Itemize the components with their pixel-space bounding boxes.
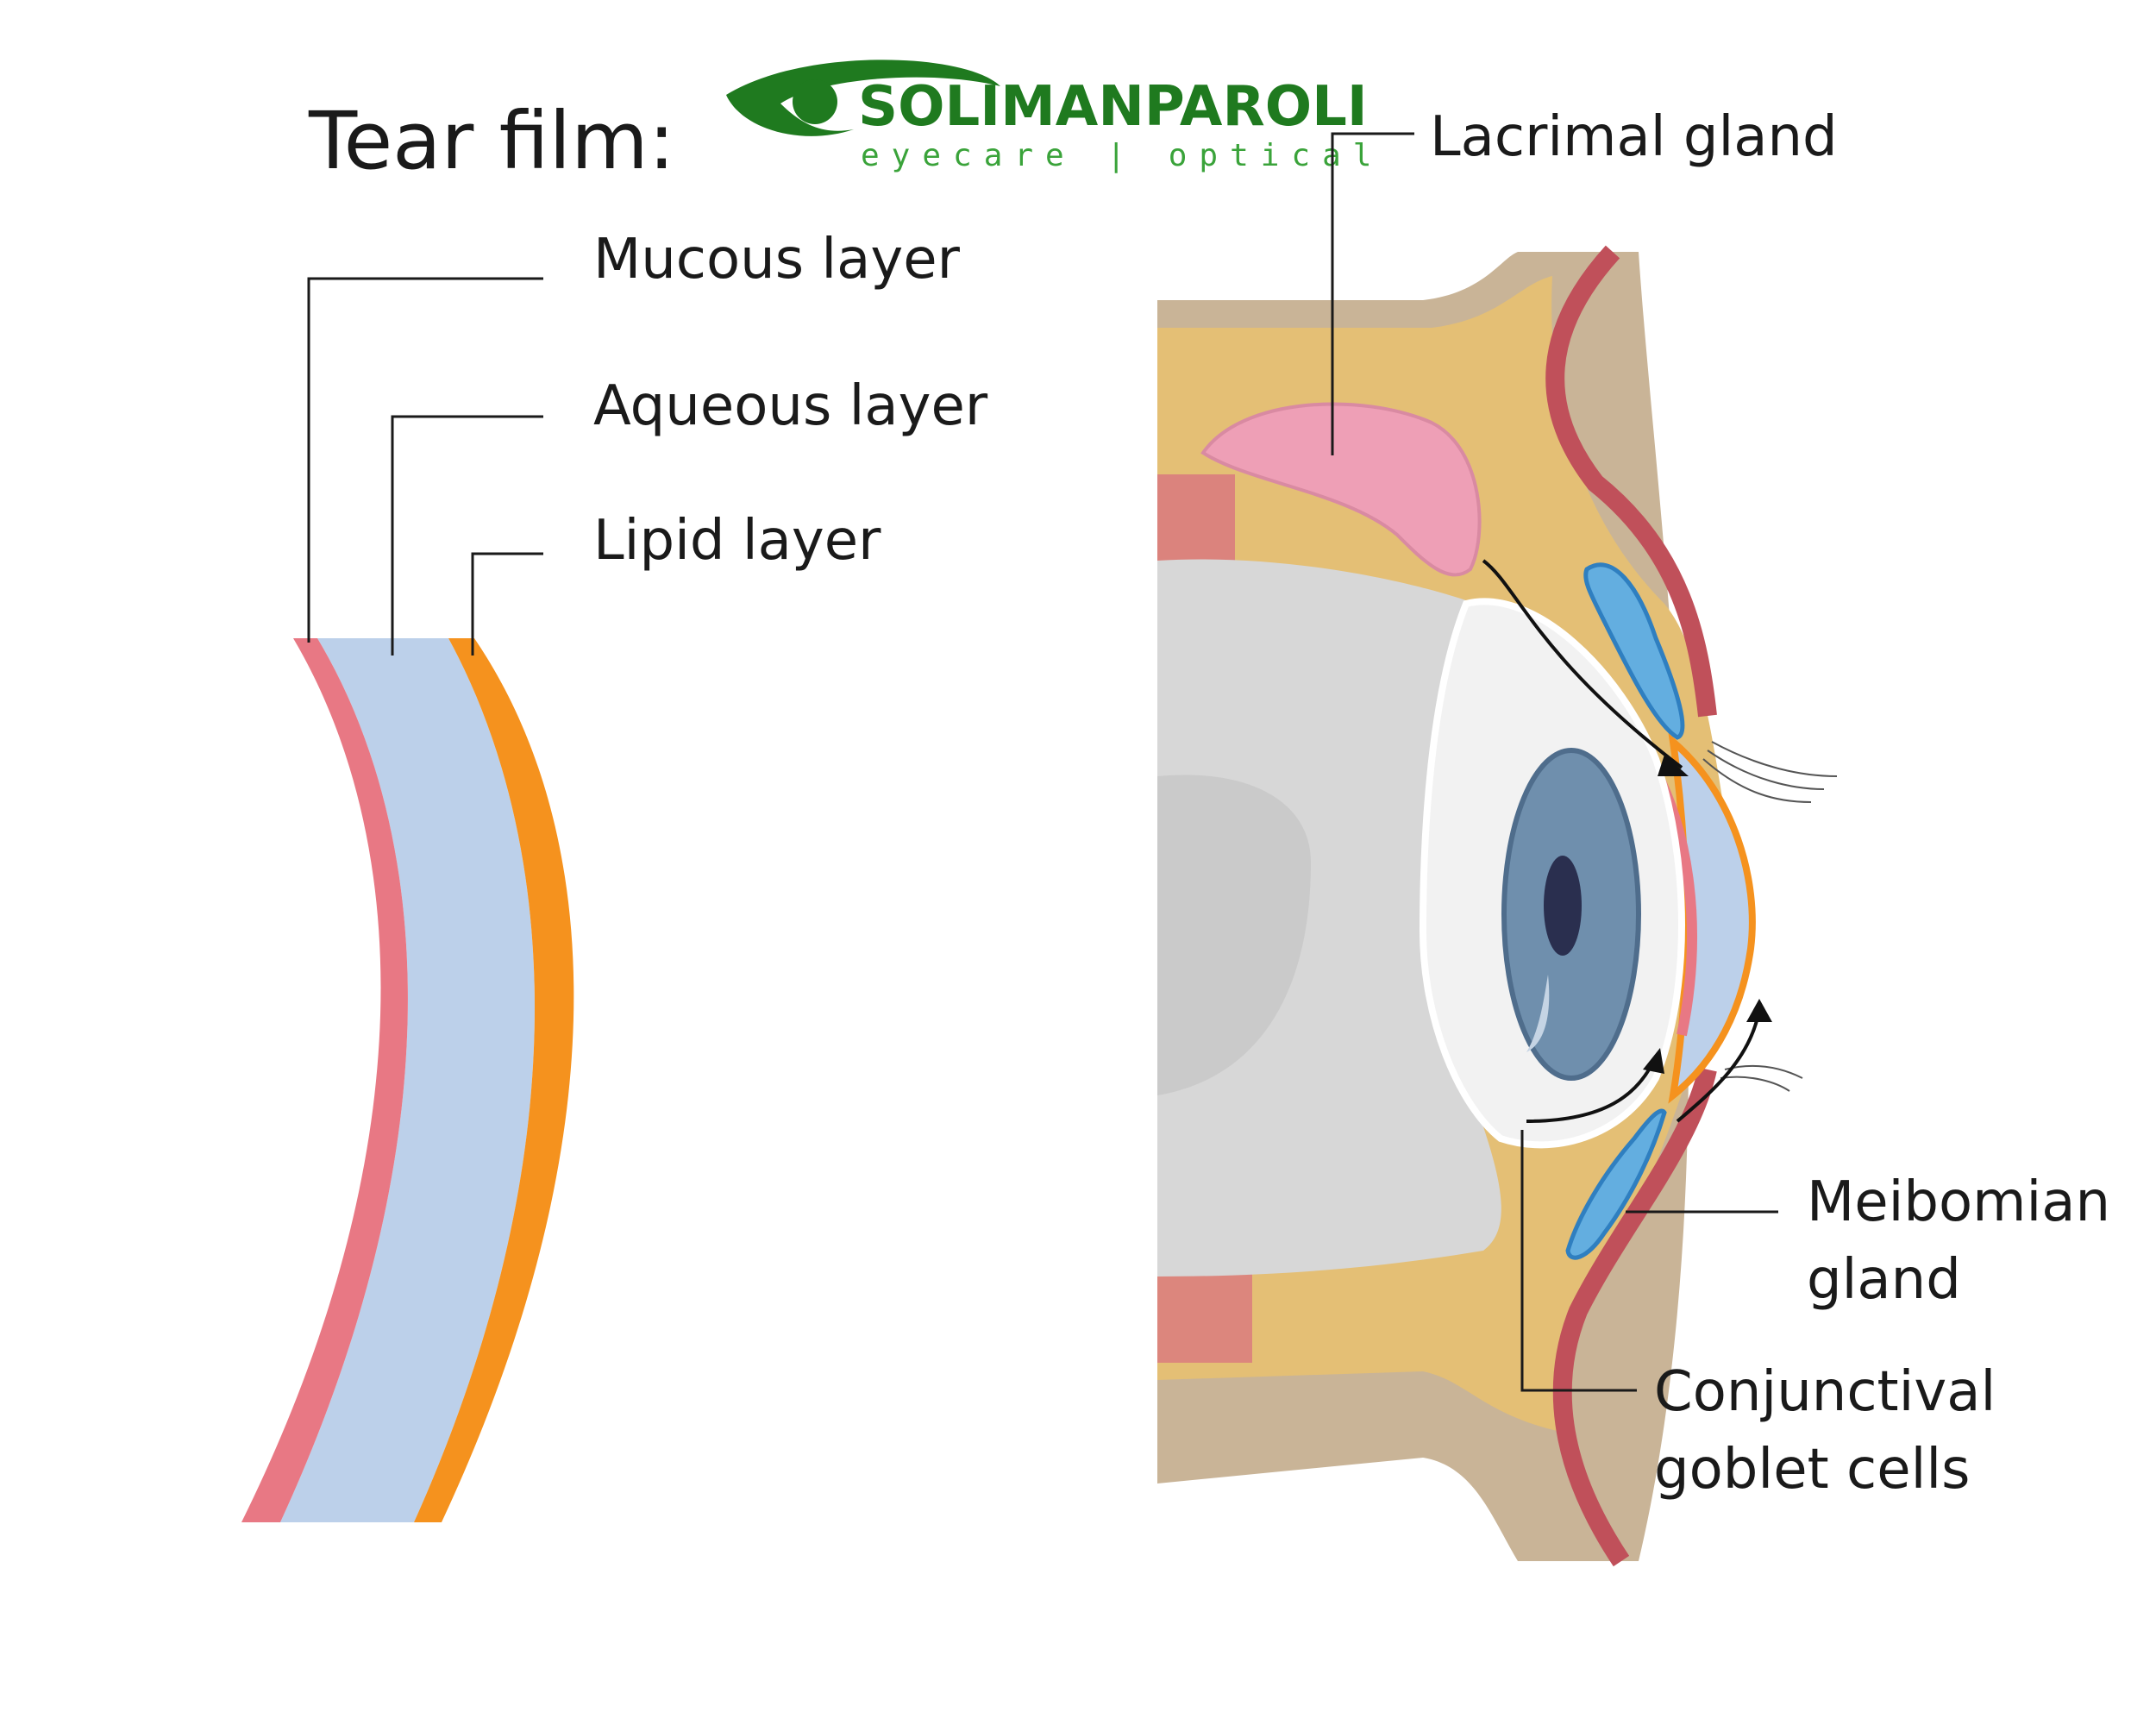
mucous-layer-band xyxy=(241,638,408,1522)
tear-film-layers xyxy=(241,638,574,1522)
goblet-cells-label-line2: goblet cells xyxy=(1654,1438,1970,1502)
aqueous-layer-band xyxy=(280,638,535,1522)
arrow-lacrimal-to-cornea xyxy=(1482,559,1683,769)
arrowhead-meibomian xyxy=(1746,999,1772,1022)
mucous-leader-line xyxy=(307,277,543,643)
upper-meibomian-gland xyxy=(1583,562,1685,740)
lower-meibomian-gland xyxy=(1565,1108,1667,1260)
brand-logo: SOLIMANPAROLI eyecare | optical xyxy=(726,60,1383,173)
goblet-cells-label-line1: Conjunctival xyxy=(1654,1360,1996,1424)
eyelid-skin-edge xyxy=(1545,245,1717,1567)
logo-eye-icon xyxy=(726,60,1000,136)
lipid-leader-line xyxy=(471,552,543,656)
eyelashes xyxy=(1702,741,1838,1092)
meibomian-gland-label-line1: Meibomian xyxy=(1807,1170,2110,1234)
mucous-layer-label: Mucous layer xyxy=(593,228,961,292)
arrow-meibomian-to-cornea xyxy=(1676,1008,1761,1123)
right-leader-lines xyxy=(1331,132,1778,1392)
aqueous-leader-line xyxy=(391,415,543,656)
globe-shading xyxy=(1157,775,1311,1095)
goblet-leader-line xyxy=(1520,1130,1637,1392)
lipid-layer-band xyxy=(414,638,574,1522)
eye-globe xyxy=(1157,559,1518,1276)
arrowhead-goblet xyxy=(1643,1048,1664,1074)
arrowhead-lacrimal xyxy=(1658,755,1689,776)
pupil xyxy=(1544,856,1582,956)
iris-highlight xyxy=(1526,975,1550,1052)
arrow-heads xyxy=(1643,755,1772,1074)
aqueous-layer-label: Aqueous layer xyxy=(593,374,988,438)
left-leader-lines xyxy=(307,277,543,656)
lacrimal-gland-label: Lacrimal gland xyxy=(1430,105,1838,169)
diagram-title: Tear film: xyxy=(308,95,675,187)
logo-name: SOLIMANPAROLI xyxy=(858,75,1368,139)
meibomian-gland-label-line2: gland xyxy=(1807,1248,1961,1312)
logo-tagline: eyecare | optical xyxy=(861,138,1383,173)
lacrimal-gland xyxy=(1200,402,1482,577)
muscle-lower xyxy=(1157,1259,1252,1363)
eye-cross-section xyxy=(1157,245,1838,1567)
lipid-layer-label: Lipid layer xyxy=(593,509,881,573)
